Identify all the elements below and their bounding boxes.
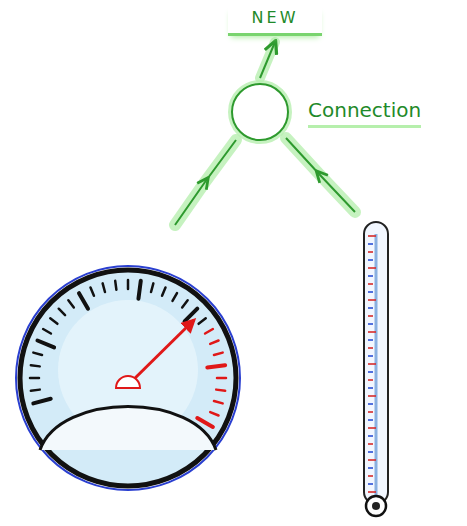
gauge-tick [210,412,218,415]
gauge-tick [182,300,187,307]
circle-outline [228,80,292,144]
output-label: NEW [252,8,299,27]
gauge-tick [217,377,226,380]
thermo-tick [368,443,373,445]
gauge-tick [199,318,206,323]
thermo-tick [368,435,373,437]
thermo-tick [368,427,376,429]
thermo-tick [368,323,373,325]
thermo-tick [368,363,376,365]
gauge-tick [151,283,153,292]
thermo-tick [368,483,373,485]
gauge-tick [205,329,213,334]
thermo-tick [368,411,373,413]
gauge-tick [197,418,213,427]
thermo-tick [368,331,376,333]
gauge-tick [50,318,57,323]
thermo-tick [368,267,376,269]
gauge-tick [214,401,223,403]
thermo-tick [368,387,373,389]
thermo-tick [368,307,373,309]
gauge-tick [185,309,198,322]
gauge-tick [68,300,73,307]
thermo-tick [368,315,373,317]
thermo-tick [368,459,376,461]
gauge-tick [162,287,165,295]
thermometer [364,222,388,516]
gauge-tick [59,309,65,315]
thermo-tick [368,259,373,261]
gauge-tick [103,283,105,292]
thermo-tick [368,467,373,469]
gauge-tick [43,329,51,334]
gauge-tick [207,365,225,367]
gauge-tick [90,287,93,295]
gauge-tick [214,353,223,355]
thermo-tick [368,403,373,405]
thermo-tick [368,275,373,277]
connection-label: Connection [308,98,421,128]
flow-arrow [260,42,275,78]
thermo-tick [368,347,373,349]
highlight-label: NEW [228,6,322,36]
gauge-tick [30,377,39,380]
arrow-glow [260,42,275,78]
gauge-tick [127,280,130,289]
thermo-tick [368,235,376,237]
gauge-tick [37,340,54,347]
thermo-tick [368,379,373,381]
gauge-tick [33,399,50,404]
gauge-tick [31,365,40,366]
thermo-tick [368,491,376,493]
gauge-tick [210,340,218,343]
thermo-tick [368,283,373,285]
gauge-tick [138,281,140,299]
thermo-tick [368,299,376,301]
gauge-tick [31,390,40,391]
thermo-tick [368,371,373,373]
thermo-tick [368,339,373,341]
thermo-tick [368,251,373,253]
gauge-tick [216,390,225,391]
gauge-dial [16,266,240,490]
feeder-arrows [175,138,355,225]
thermo-tick [368,475,373,477]
junction-circle: Connection [228,80,464,144]
gauge-tick [79,293,88,309]
thermo-tick [368,355,373,357]
gauge-tick [33,353,42,355]
thermo-tick [368,395,376,397]
thermo-tick [368,419,373,421]
thermo-tick [368,243,373,245]
thermo-tick [368,451,373,453]
thermo-tick [368,291,373,293]
gauge-tick [115,281,116,290]
gauge-tick [173,293,178,301]
